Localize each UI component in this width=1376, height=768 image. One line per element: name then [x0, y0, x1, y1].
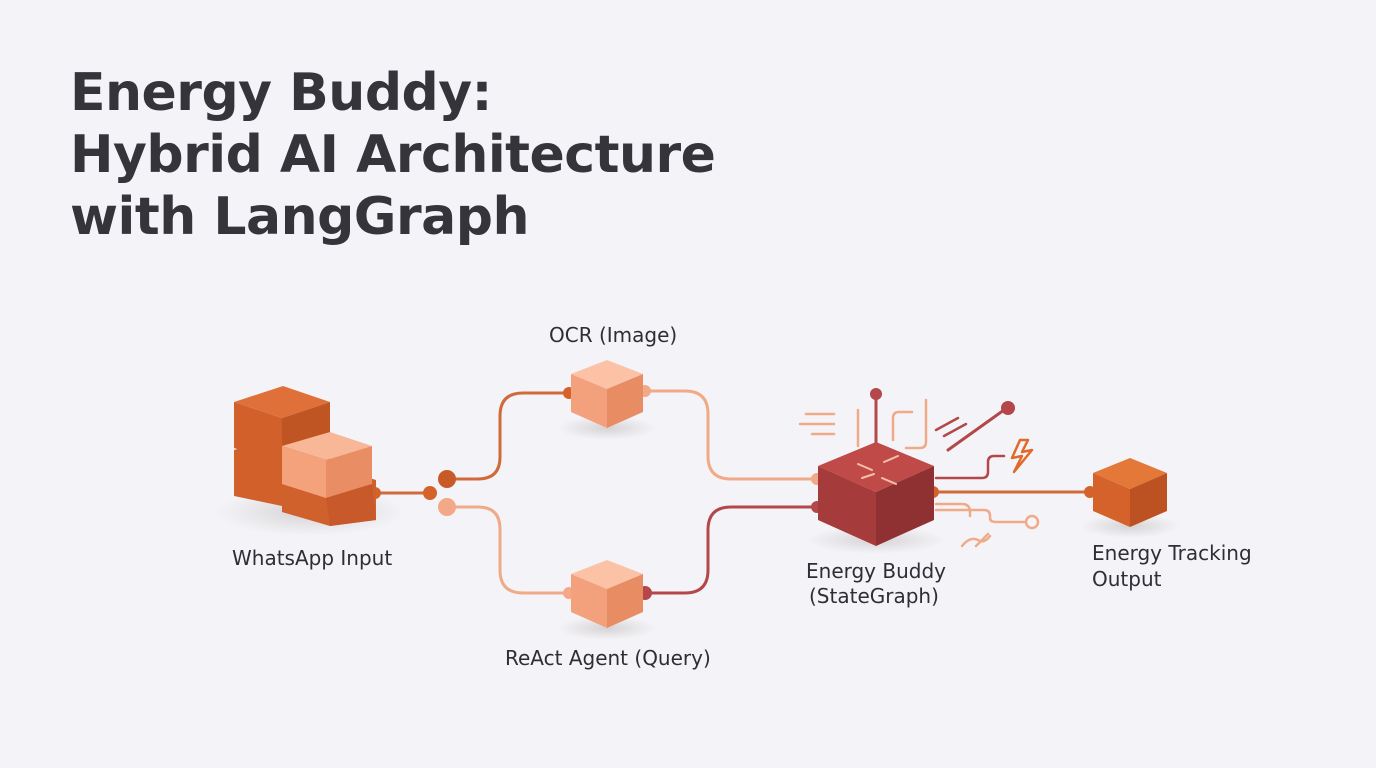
node-label-ocr: OCR (Image)	[549, 323, 677, 347]
connector-split-to-ocr	[445, 391, 571, 481]
stacked-blocks-icon	[215, 386, 405, 536]
page-title: Energy Buddy: Hybrid AI Architecture wit…	[70, 62, 716, 248]
port-dot	[438, 470, 456, 488]
node-label-energy-tracking: Energy Tracking	[1092, 541, 1252, 565]
title-line-1: Energy Buddy:	[70, 63, 492, 123]
cube-icon	[557, 560, 657, 640]
connector-react-to-hub	[643, 505, 817, 595]
connector-split-to-react	[445, 505, 571, 595]
node-label-energy-buddy: Energy Buddy	[806, 559, 946, 583]
connector-ocr-to-hub	[643, 389, 817, 481]
node-label-output: Output	[1092, 567, 1162, 591]
port-dot	[423, 486, 437, 500]
title-line-3: with LangGraph	[70, 187, 529, 247]
signal-lines-decoration	[798, 394, 1028, 548]
port-dot	[438, 498, 456, 516]
lightning-icon	[1010, 438, 1034, 474]
cube-icon	[1080, 458, 1180, 538]
node-label-stategraph: (StateGraph)	[809, 584, 939, 608]
cube-icon	[557, 360, 657, 440]
connectors	[373, 389, 1092, 595]
node-label-whatsapp-input: WhatsApp Input	[232, 546, 392, 570]
node-label-react-agent: ReAct Agent (Query)	[505, 646, 711, 670]
title-line-2: Hybrid AI Architecture	[70, 125, 716, 185]
router-cube-icon	[806, 442, 946, 554]
end-dots	[870, 388, 1040, 530]
